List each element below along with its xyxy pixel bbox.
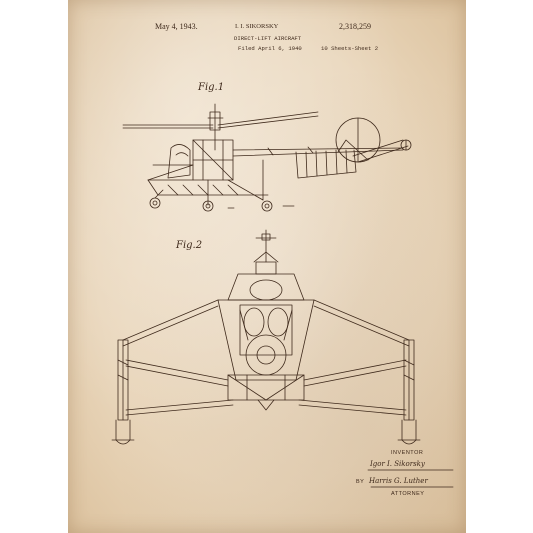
inventor-caption: INVENTOR: [391, 450, 424, 456]
patent-number: 2,318,259: [339, 22, 371, 31]
patent-sheet: May 4, 1943. I. I. SIKORSKY 2,318,259 DI…: [68, 0, 466, 533]
figure-1-side-view: [122, 103, 412, 212]
patent-drawings: [111, 103, 454, 488]
figure-2-label: Fig.2: [176, 240, 203, 251]
inventor-name: I. I. SIKORSKY: [235, 23, 279, 30]
patent-title: DIRECT-LIFT AIRCRAFT: [234, 35, 302, 42]
filing-date: Filed April 6, 1940: [238, 45, 302, 52]
attorney-signature: Harris G. Luther: [369, 477, 428, 485]
by-label: BY: [356, 479, 365, 485]
sheet-count: 10 Sheets-Sheet 2: [321, 45, 379, 52]
inventor-signature: Igor I. Sikorsky: [370, 460, 425, 468]
figure-1-label: Fig.1: [198, 82, 225, 93]
patent-date: May 4, 1943.: [155, 22, 198, 31]
figure-2-front-view: [111, 229, 421, 445]
attorney-caption: ATTORNEY: [391, 491, 425, 497]
